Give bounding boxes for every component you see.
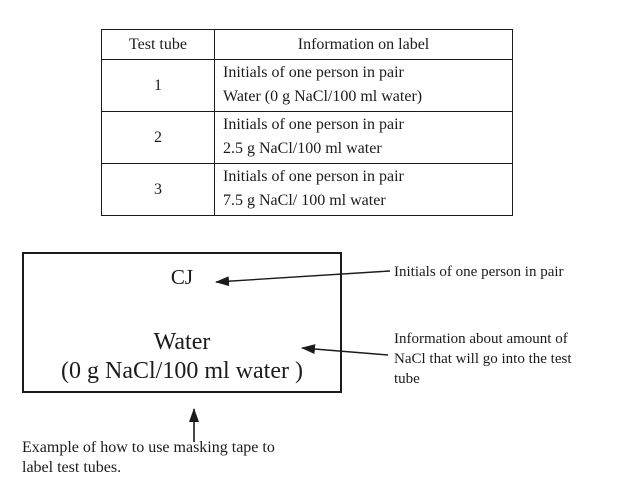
table-row: 2 Initials of one person in pair 2.5 g N… bbox=[101, 111, 513, 164]
label-info-line: Water (0 g NaCl/100 ml water) bbox=[223, 88, 423, 105]
tube-number-cell: 3 bbox=[101, 163, 215, 216]
test-tube-table: Test tube Information on label 1 Initial… bbox=[101, 29, 513, 216]
label-info-cell: Initials of one person in pair 2.5 g NaC… bbox=[214, 111, 513, 164]
label-solution-detail: (0 g NaCl/100 ml water ) bbox=[61, 358, 303, 384]
table-row: 3 Initials of one person in pair 7.5 g N… bbox=[101, 163, 513, 216]
caption-line: label test tubes. bbox=[22, 459, 122, 476]
table-header-information: Information on label bbox=[214, 29, 513, 60]
label-info-line: Initials of one person in pair bbox=[223, 168, 404, 185]
annotation-nacl-line: tube bbox=[394, 371, 420, 387]
label-initials: CJ bbox=[170, 265, 194, 289]
label-info-line: Initials of one person in pair bbox=[223, 116, 404, 133]
table-header-test-tube: Test tube bbox=[101, 29, 215, 60]
annotation-nacl-note: Information about amount of NaCl that wi… bbox=[394, 329, 571, 389]
label-info-line: Initials of one person in pair bbox=[223, 64, 404, 81]
annotation-initials-note: Initials of one person in pair bbox=[394, 264, 564, 280]
annotation-nacl-line: Information about amount of bbox=[394, 331, 568, 347]
caption-line: Example of how to use masking tape to bbox=[22, 439, 275, 456]
annotation-nacl-line: NaCl that will go into the test bbox=[394, 351, 572, 367]
tube-number-cell: 1 bbox=[101, 59, 215, 112]
label-solution-name: Water bbox=[153, 329, 211, 355]
table-header-row: Test tube Information on label bbox=[101, 29, 513, 60]
table-row: 1 Initials of one person in pair Water (… bbox=[101, 59, 513, 112]
label-info-cell: Initials of one person in pair 7.5 g NaC… bbox=[214, 163, 513, 216]
label-info-line: 2.5 g NaCl/100 ml water bbox=[223, 140, 382, 157]
example-caption: Example of how to use masking tape to la… bbox=[22, 438, 275, 478]
label-info-line: 7.5 g NaCl/ 100 ml water bbox=[223, 192, 386, 209]
tube-number-cell: 2 bbox=[101, 111, 215, 164]
label-info-cell: Initials of one person in pair Water (0 … bbox=[214, 59, 513, 112]
masking-tape-label-box: CJ Water (0 g NaCl/100 ml water ) bbox=[22, 252, 342, 393]
